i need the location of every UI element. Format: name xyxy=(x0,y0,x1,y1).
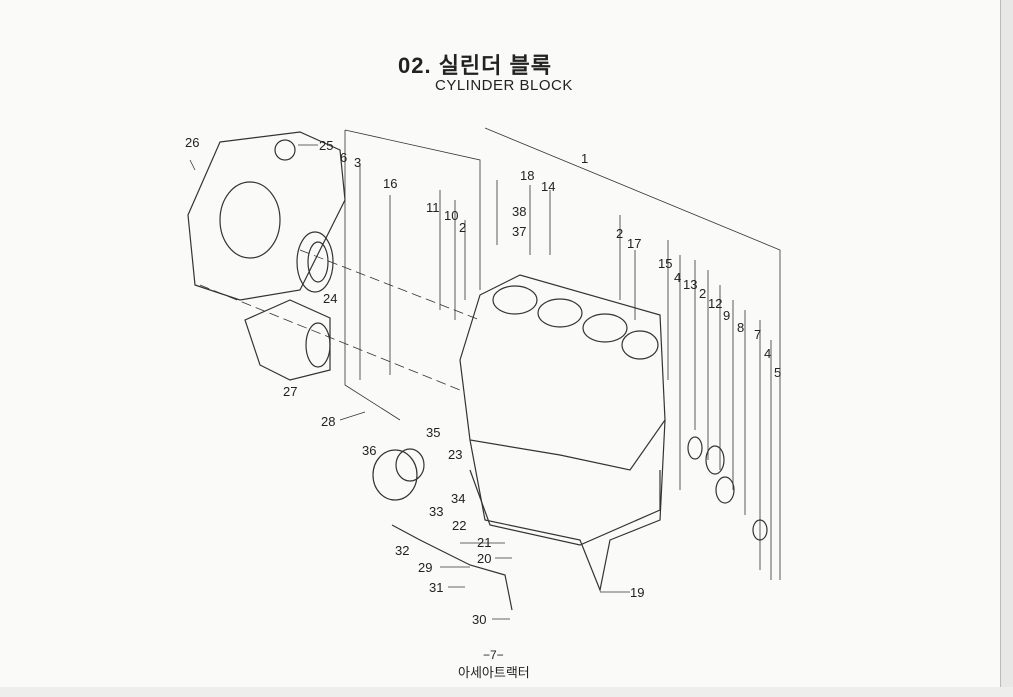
callout-8: 8 xyxy=(737,320,745,335)
callout-23: 23 xyxy=(448,447,463,462)
callout-1: 1 xyxy=(581,151,589,166)
callout-4: 4 xyxy=(764,346,772,361)
oil-pan xyxy=(469,469,661,546)
callout-10: 10 xyxy=(444,208,459,223)
callout-17: 17 xyxy=(627,236,642,251)
page-number: −7− xyxy=(483,648,504,662)
callout-21: 21 xyxy=(477,535,492,550)
callout-36: 36 xyxy=(362,443,377,458)
cylinder-block xyxy=(459,274,666,471)
starter-motor xyxy=(244,299,331,381)
publisher-footer: 아세아트랙터 xyxy=(458,665,530,680)
callout-15: 15 xyxy=(658,256,673,271)
callout-16: 16 xyxy=(383,176,398,191)
callout-32: 32 xyxy=(395,543,410,558)
callout-33: 33 xyxy=(429,504,444,519)
callout-27: 27 xyxy=(283,384,298,399)
callout-31: 31 xyxy=(429,580,444,595)
callout-24: 24 xyxy=(323,291,338,306)
callout-29: 29 xyxy=(418,560,433,575)
oil-filter xyxy=(372,449,418,501)
callout-34: 34 xyxy=(451,491,466,506)
rear-plate xyxy=(187,131,346,301)
callout-20: 20 xyxy=(477,551,492,566)
callout-7: 7 xyxy=(754,327,762,342)
callout-25: 25 xyxy=(319,138,334,153)
callout-28: 28 xyxy=(321,414,336,429)
callout-9: 9 xyxy=(723,308,731,323)
callout-2: 2 xyxy=(459,220,467,235)
callout-22: 22 xyxy=(452,518,467,533)
callout-5: 5 xyxy=(774,365,782,380)
callout-18: 18 xyxy=(520,168,535,183)
callout-37: 37 xyxy=(512,224,527,239)
page-title-english: CYLINDER BLOCK xyxy=(435,77,573,94)
callout-11: 11 xyxy=(426,200,440,215)
callout-2: 2 xyxy=(699,286,707,301)
callout-3: 3 xyxy=(354,155,362,170)
callout-38: 38 xyxy=(512,204,527,219)
callout-6: 6 xyxy=(340,150,348,165)
callout-2: 2 xyxy=(616,226,624,241)
callout-14: 14 xyxy=(541,179,556,194)
oil-pipe xyxy=(391,524,513,611)
page-title-korean: 02. 실린더 블록 xyxy=(398,53,553,78)
oil-seal xyxy=(296,231,334,293)
callout-30: 30 xyxy=(472,612,487,627)
callout-19: 19 xyxy=(630,585,645,600)
callout-26: 26 xyxy=(185,135,200,150)
scan-edge xyxy=(1000,0,1013,697)
callout-13: 13 xyxy=(683,277,698,292)
scan-edge-bottom xyxy=(0,687,1013,697)
callout-35: 35 xyxy=(426,425,441,440)
callout-4: 4 xyxy=(674,270,682,285)
callout-12: 12 xyxy=(708,296,723,311)
